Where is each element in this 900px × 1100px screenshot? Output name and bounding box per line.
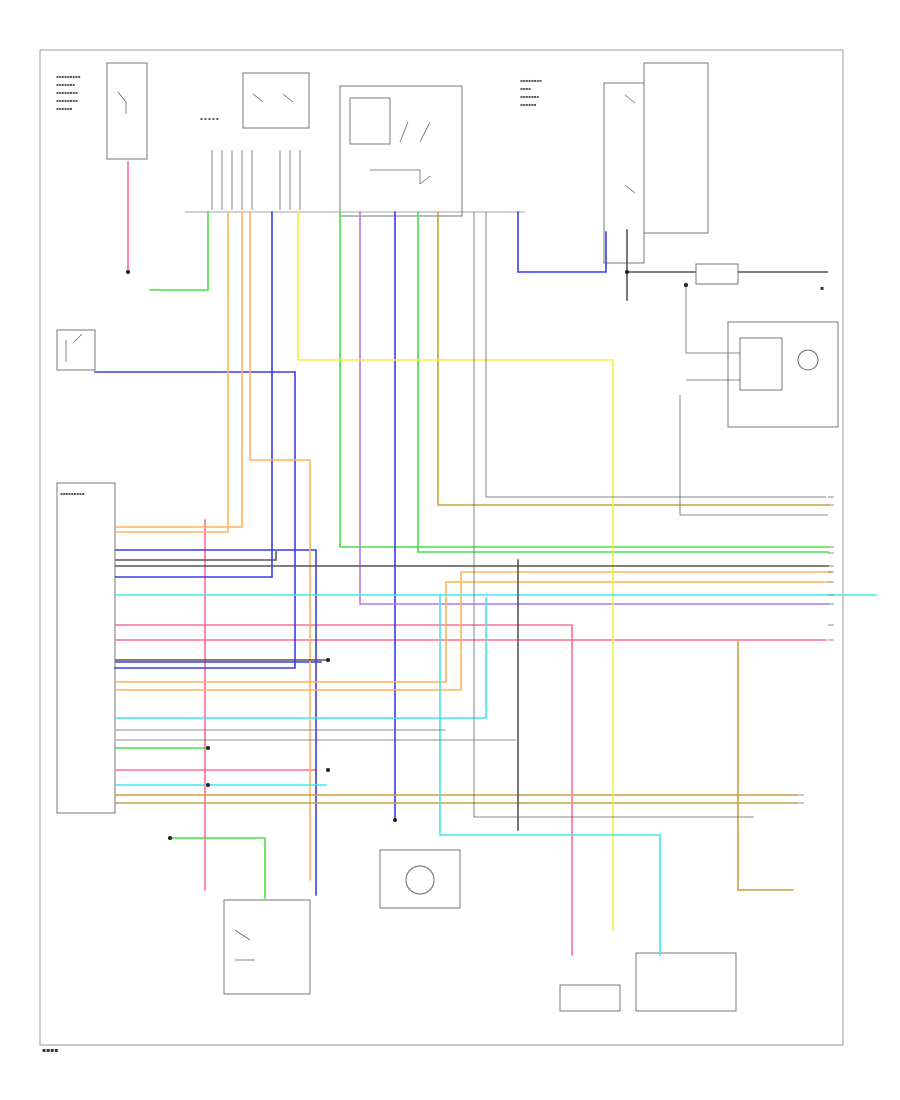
ignition-switch: ▪ ▪ ▪ ▪ ▪	[200, 72, 310, 129]
svg-text:▪▪▪▪▪▪▪▪▪: ▪▪▪▪▪▪▪▪▪	[56, 74, 81, 79]
svg-text:▪▪▪▪▪▪▪▪▪: ▪▪▪▪▪▪▪▪▪	[60, 491, 85, 496]
svg-text:▪▪▪▪▪▪▪▪: ▪▪▪▪▪▪▪▪	[520, 78, 542, 83]
svg-text:▪ ▪ ▪ ▪ ▪: ▪ ▪ ▪ ▪ ▪	[200, 116, 219, 121]
battery: ▪	[627, 263, 828, 292]
wire-lightblue	[115, 594, 877, 956]
wire-yellow	[297, 211, 614, 931]
wire-violet	[359, 211, 829, 605]
diagram-frame	[39, 49, 844, 1046]
page-tag: ▪▪▪▪	[42, 1047, 58, 1054]
wire-green	[115, 211, 829, 899]
svg-text:▪▪▪▪▪▪: ▪▪▪▪▪▪	[520, 102, 537, 107]
remote-control-unit	[56, 329, 96, 371]
splice-dots	[126, 270, 688, 840]
connector-strip-top	[185, 150, 525, 213]
right-terminal-marks	[796, 496, 834, 804]
underhood-fuse-box-left: ▪▪▪▪▪▪▪▪▪ ▪▪▪▪▪▪▪ ▪▪▪▪▪▪▪▪ ▪▪▪▪▪▪▪▪ ▪▪▪▪…	[56, 62, 148, 160]
ecm-pcm-module: ▪▪▪▪▪▪▪▪▪	[56, 482, 116, 814]
clutch-interlock-box	[223, 899, 311, 995]
wire-thin-gray	[116, 212, 828, 818]
svg-text:▪▪▪▪: ▪▪▪▪	[520, 86, 531, 91]
wire-blue	[94, 211, 607, 896]
starter	[685, 285, 839, 428]
svg-text:▪: ▪	[820, 285, 824, 292]
svg-text:▪▪▪▪▪▪▪▪: ▪▪▪▪▪▪▪▪	[56, 90, 78, 95]
svg-text:▪▪▪▪▪▪▪: ▪▪▪▪▪▪▪	[520, 94, 539, 99]
relay-box-mid	[339, 85, 463, 217]
svg-text:▪▪▪▪▪▪: ▪▪▪▪▪▪	[56, 106, 73, 111]
svg-text:▪▪▪▪▪▪▪: ▪▪▪▪▪▪▪	[56, 82, 75, 87]
transmission-range-switch	[379, 849, 461, 909]
brake-pedal-switch	[559, 984, 621, 1012]
wire-red	[115, 161, 827, 956]
wire-orange	[115, 211, 832, 881]
wire-tan	[115, 211, 829, 891]
clutch-pedal-switch	[635, 952, 737, 1012]
underhood-fuse-box-right: ▪▪▪▪▪▪▪▪ ▪▪▪▪ ▪▪▪▪▪▪▪ ▪▪▪▪▪▪	[520, 62, 709, 264]
svg-text:▪▪▪▪▪▪▪▪: ▪▪▪▪▪▪▪▪	[56, 98, 78, 103]
wire-black	[115, 229, 829, 831]
